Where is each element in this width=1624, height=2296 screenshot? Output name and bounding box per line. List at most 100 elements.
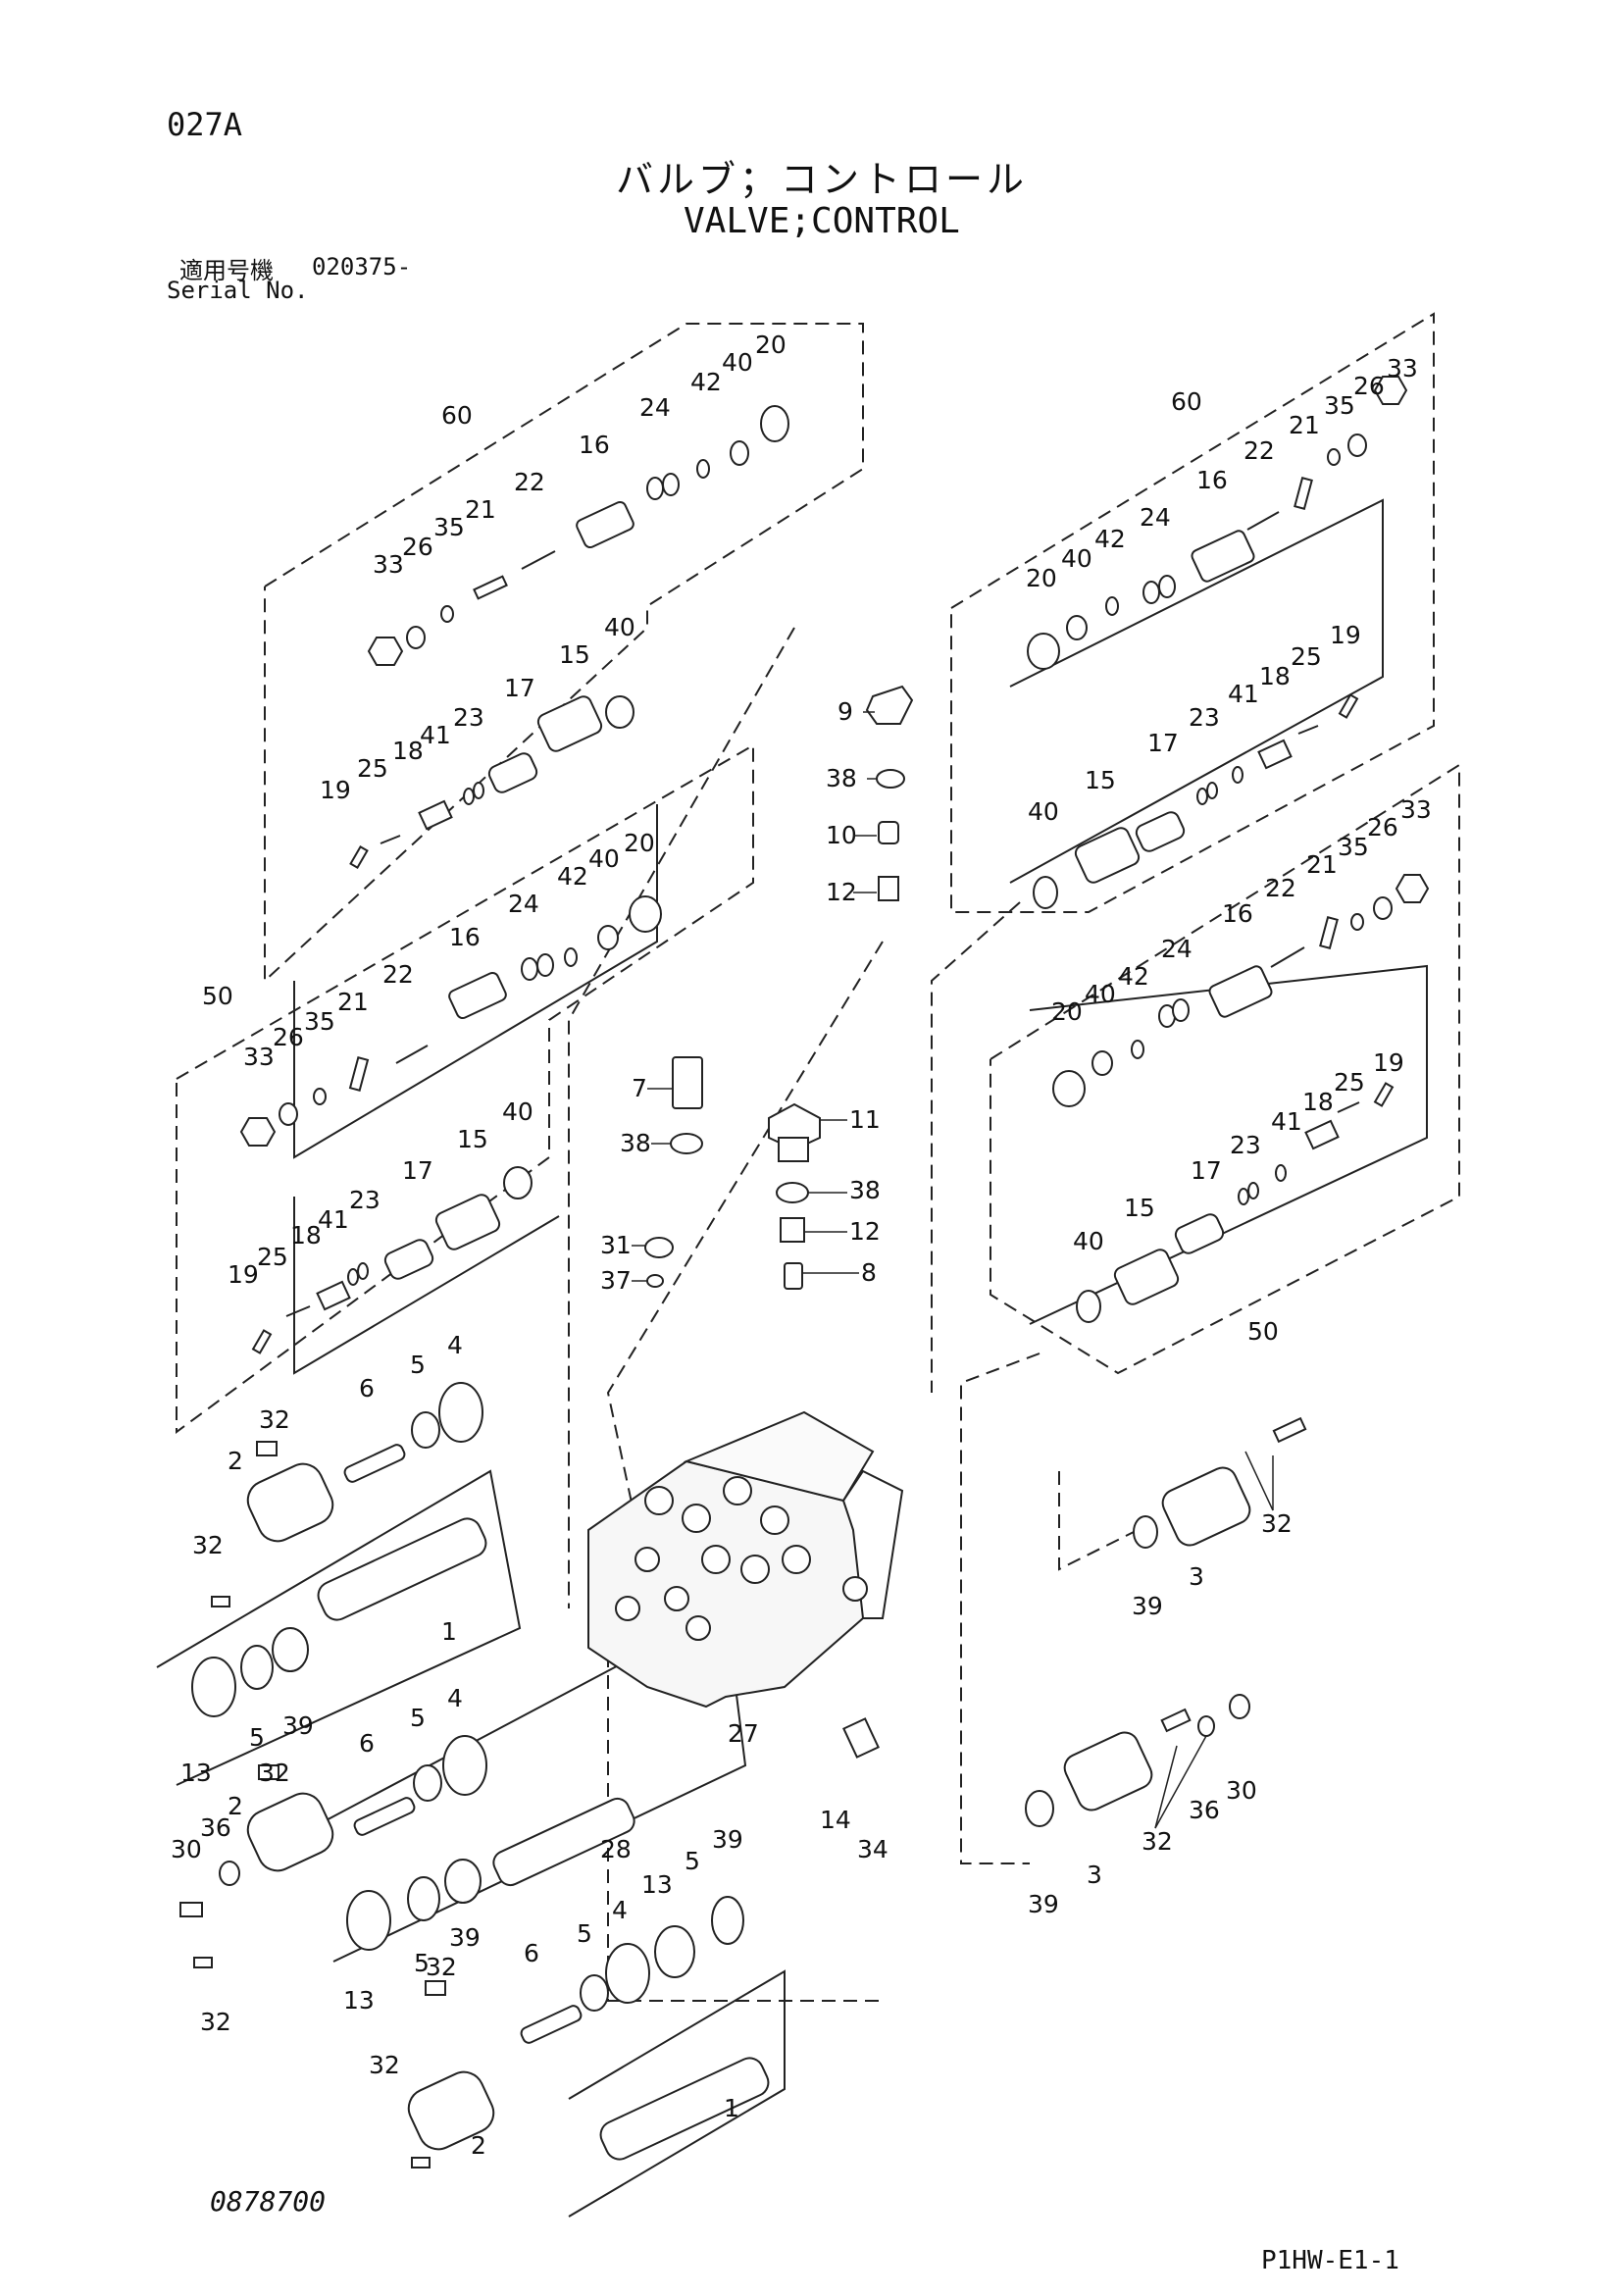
callout-27: 27 (728, 1719, 759, 1748)
fitting-9 (865, 685, 914, 725)
callout-24d: 24 (1161, 935, 1193, 963)
cap-2a (246, 1462, 334, 1543)
callout-22b: 22 (382, 960, 414, 989)
callout-12a: 12 (826, 878, 857, 906)
callout-4c: 4 (612, 1896, 628, 1924)
callout-2a: 2 (228, 1447, 243, 1475)
callout-32c: 32 (259, 1759, 290, 1787)
fitting-7 (672, 1056, 703, 1109)
callout-40e: 40 (1061, 544, 1092, 573)
callout-25c: 25 (1291, 642, 1322, 671)
callout-42b: 42 (557, 862, 588, 891)
callout-42d: 42 (1118, 962, 1149, 991)
leader-path-6 (607, 1589, 883, 2002)
valve-body (587, 1410, 904, 1709)
callout-22c: 22 (1243, 436, 1275, 465)
callout-32g: 32 (1261, 1509, 1293, 1538)
part-shapes (179, 376, 1430, 2168)
callout-26b: 26 (273, 1023, 304, 1051)
spool-1a (317, 1517, 487, 1621)
callout-35c: 35 (1324, 391, 1355, 420)
callout-32a: 32 (259, 1405, 290, 1434)
outline-spool-1 (156, 1469, 522, 1786)
title-japanese: バルブ；コントロール (616, 158, 1029, 201)
callout-15d: 15 (1124, 1194, 1155, 1222)
callout-41c: 41 (1228, 680, 1259, 708)
callout-5c: 5 (410, 1704, 426, 1732)
callout-26d: 26 (1367, 813, 1398, 842)
callout-13c: 13 (641, 1870, 673, 1899)
callout-5a: 5 (410, 1351, 426, 1379)
leader-path-5 (1058, 1471, 1139, 1571)
callout-18d: 18 (1302, 1088, 1334, 1116)
callout-24b: 24 (508, 890, 539, 918)
callout-16c: 16 (1196, 466, 1228, 494)
frame-50-right (990, 763, 1460, 1375)
callout-39e: 39 (1028, 1890, 1059, 1918)
callout-3b: 3 (1087, 1861, 1102, 1889)
callout-4a: 4 (447, 1331, 463, 1359)
callout-42a: 42 (690, 368, 722, 396)
callout-5b: 5 (249, 1723, 265, 1752)
outline-spool-3 (568, 1969, 786, 2218)
callout-40c: 40 (588, 844, 620, 873)
callout-34: 34 (857, 1835, 888, 1863)
callout-32f: 32 (369, 2051, 400, 2079)
assembly-outlines (156, 498, 1428, 2218)
callout-39c: 39 (712, 1825, 743, 1854)
callout-17b: 17 (402, 1156, 433, 1185)
callout-33a: 33 (373, 550, 404, 579)
callout-38c: 38 (849, 1176, 881, 1204)
callout-16d: 16 (1222, 899, 1253, 928)
outline-right-60-inner (1009, 498, 1384, 884)
callout-35a: 35 (433, 513, 465, 541)
callout-21b: 21 (337, 988, 369, 1016)
callout-30a: 30 (171, 1835, 202, 1863)
callout-14: 14 (820, 1806, 851, 1834)
callout-20a: 20 (755, 331, 787, 359)
callout-20c: 20 (1026, 564, 1057, 592)
callout-19a: 19 (320, 776, 351, 804)
callout-19d: 19 (1373, 1048, 1404, 1077)
callout-26a: 26 (402, 533, 433, 561)
callout-35d: 35 (1338, 833, 1369, 861)
callout-60a: 60 (441, 401, 473, 430)
callout-38b: 38 (620, 1129, 651, 1157)
callout-50b: 50 (1247, 1317, 1279, 1346)
callout-24c: 24 (1140, 503, 1171, 532)
callout-39b: 39 (449, 1923, 481, 1952)
callout-31: 31 (600, 1231, 632, 1259)
callout-41a: 41 (420, 721, 451, 749)
callout-23b: 23 (349, 1186, 381, 1214)
callout-16a: 16 (579, 431, 610, 459)
outline-right-50-inner (1029, 964, 1428, 1325)
callout-18a: 18 (392, 737, 424, 765)
callout-23d: 23 (1230, 1131, 1261, 1159)
callout-17c: 17 (1147, 729, 1179, 757)
serial-label-japanese: 適用号機 (179, 257, 274, 284)
callout-1a: 1 (441, 1617, 457, 1646)
callout-25b: 25 (257, 1243, 288, 1271)
callout-13a: 13 (180, 1759, 212, 1787)
callout-25a: 25 (357, 754, 388, 783)
callout-40b: 40 (604, 613, 635, 641)
serial-label-english: Serial No. (167, 277, 309, 304)
callout-20b: 20 (624, 829, 655, 857)
callout-41d: 41 (1271, 1107, 1302, 1136)
callout-40f: 40 (1028, 797, 1059, 826)
callout-5f: 5 (685, 1847, 700, 1875)
leader-path-3 (931, 901, 1021, 1393)
callout-20d: 20 (1051, 997, 1083, 1026)
callout-38a: 38 (826, 764, 857, 792)
callout-22d: 22 (1265, 874, 1296, 902)
callout-19b: 19 (228, 1260, 259, 1289)
leader-path-1 (568, 627, 795, 1608)
callout-40a: 40 (722, 348, 753, 377)
callout-18c: 18 (1259, 662, 1291, 690)
callout-60b: 60 (1171, 387, 1202, 416)
callout-22a: 22 (514, 468, 545, 496)
callout-33b: 33 (243, 1043, 275, 1071)
callout-36b: 36 (1189, 1796, 1220, 1824)
callout-4b: 4 (447, 1684, 463, 1712)
